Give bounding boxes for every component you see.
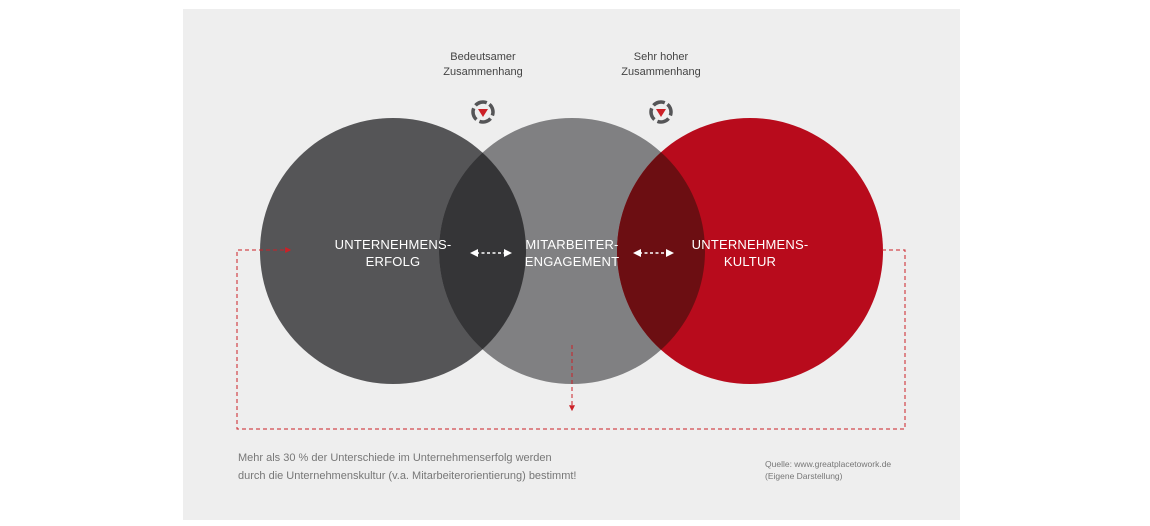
lifebuoy-down-arrow-icon bbox=[649, 100, 673, 124]
double-arrow-right bbox=[633, 249, 674, 257]
label-mitarbeiterengagement: MITARBEITER- ENGAGEMENT bbox=[524, 237, 620, 269]
relation-label-very-high: Sehr hoher Zusammenhang bbox=[621, 51, 701, 78]
overlap-left-mid bbox=[439, 118, 526, 384]
source-note: Quelle: www.greatplacetowork.de (Eigene … bbox=[765, 459, 892, 481]
caption-text: Mehr als 30 % der Unterschiede im Untern… bbox=[238, 452, 577, 482]
label-unternehmenserfolg: UNTERNEHMENS- ERFOLG bbox=[334, 237, 452, 269]
overlap-mid-right bbox=[617, 118, 705, 384]
label-unternehmenskultur: UNTERNEHMENS- KULTUR bbox=[691, 237, 809, 269]
feedback-loop-line bbox=[236, 247, 906, 430]
lifebuoy-down-arrow-icon bbox=[471, 100, 495, 124]
double-arrow-left bbox=[470, 249, 512, 257]
relation-label-significant: Bedeutsamer Zusammenhang bbox=[443, 51, 523, 78]
